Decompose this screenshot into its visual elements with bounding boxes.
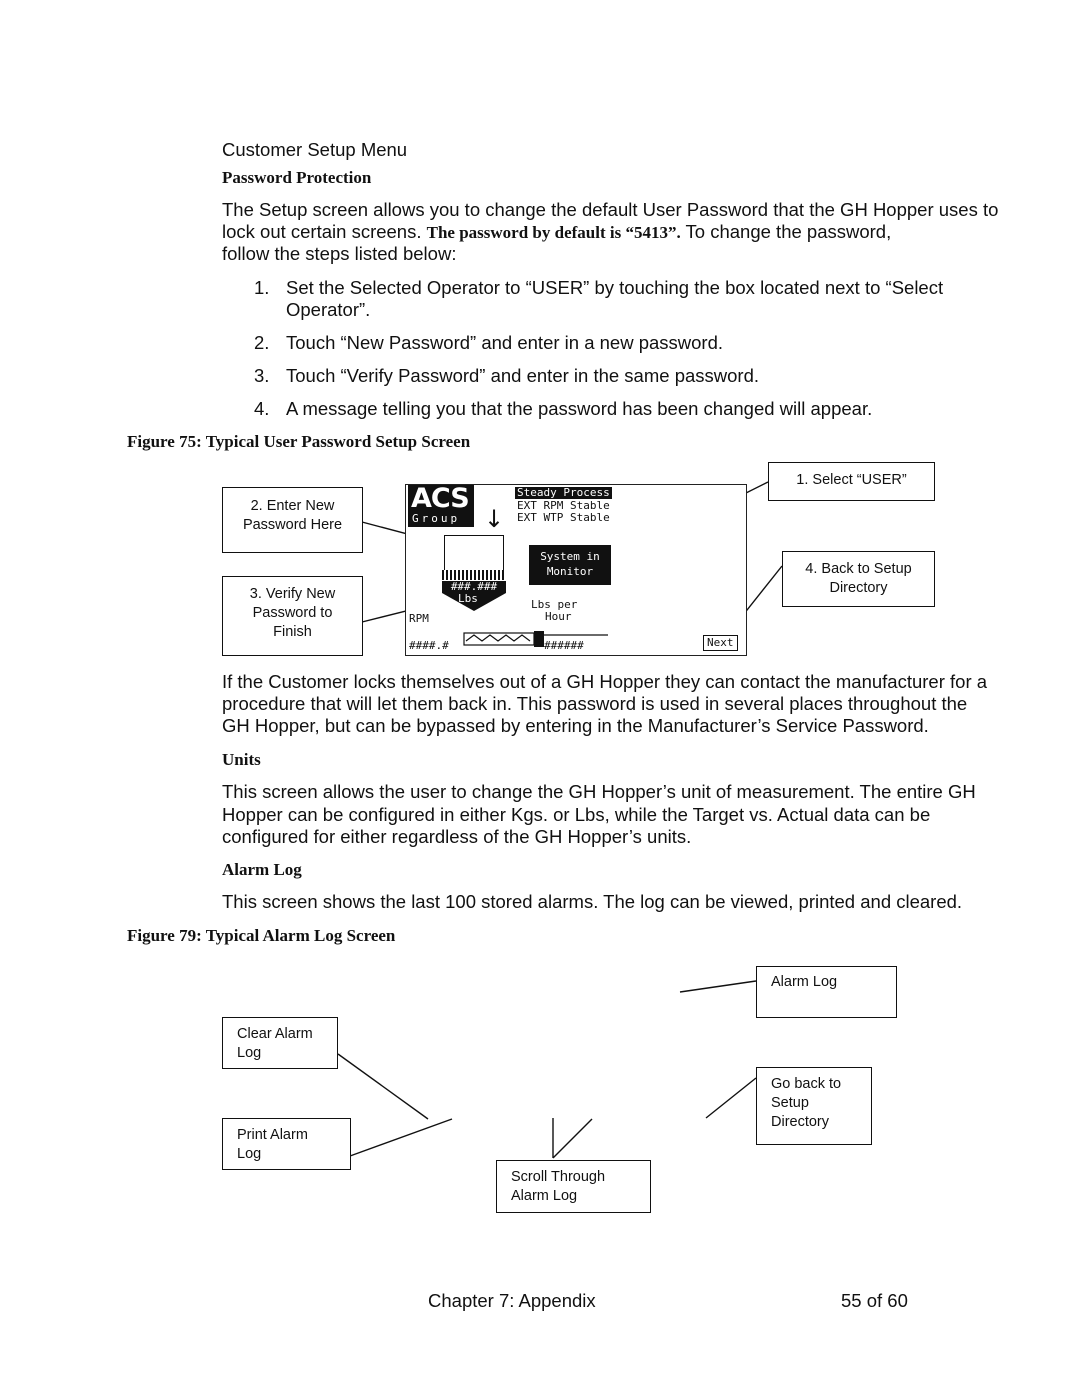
figure-75-caption: Figure 75: Typical User Password Setup S… bbox=[127, 432, 471, 451]
rate-label: Lbs per bbox=[531, 598, 578, 611]
callout-text: Log bbox=[237, 1146, 262, 1162]
step-text: Touch “Verify Password” and enter in the… bbox=[286, 365, 760, 386]
callout-text: 1. Select “USER” bbox=[796, 472, 907, 488]
callout-text: Clear Alarm bbox=[237, 1026, 313, 1042]
step-text: Operator”. bbox=[286, 299, 371, 320]
callout-text: Password Here bbox=[242, 517, 343, 533]
callout-enter-new-password: 2. Enter New Password Here bbox=[222, 487, 363, 553]
password-paragraph-line-3: follow the steps listed below: bbox=[222, 243, 457, 264]
callout-text: Directory bbox=[829, 580, 888, 596]
hopper-fill-pattern bbox=[442, 570, 506, 580]
rate-value[interactable]: ###### bbox=[544, 639, 584, 652]
footer-page-number: 55 of 60 bbox=[841, 1290, 908, 1311]
logo-text: ACS bbox=[411, 484, 470, 514]
badge-text: System in bbox=[540, 550, 600, 563]
callout-text: Print Alarm bbox=[237, 1127, 308, 1143]
callout-text: Scroll Through bbox=[511, 1169, 606, 1185]
down-arrow-icon: ↓ bbox=[484, 505, 505, 533]
system-monitor-badge[interactable]: System in Monitor bbox=[529, 545, 611, 585]
section-title: Customer Setup Menu bbox=[222, 139, 408, 160]
next-button[interactable]: Next bbox=[703, 635, 738, 651]
callout-back-to-setup: 4. Back to Setup Directory bbox=[782, 551, 935, 607]
password-paragraph-text: lock out certain screens. bbox=[222, 221, 422, 242]
hopper-weight-value[interactable]: ###.### bbox=[442, 581, 506, 593]
callout-text: 2. Enter New bbox=[250, 498, 335, 514]
extruder-icon bbox=[463, 631, 608, 647]
rpm-value[interactable]: ####.# bbox=[409, 639, 449, 652]
step-number: 1. bbox=[254, 277, 270, 298]
hopper-unit: Lbs bbox=[458, 592, 478, 605]
hopper-body bbox=[444, 535, 504, 571]
callout-text: Log bbox=[237, 1045, 262, 1061]
badge-text: Monitor bbox=[546, 565, 594, 578]
callout-text: Password to bbox=[252, 605, 333, 621]
callout-text: 4. Back to Setup bbox=[805, 561, 912, 577]
step-number: 4. bbox=[254, 398, 270, 419]
rpm-label: RPM bbox=[409, 612, 429, 625]
callout-text: Directory bbox=[771, 1114, 830, 1130]
callout-print-alarm-log: Print Alarm Log bbox=[222, 1118, 351, 1170]
password-paragraph-text: To change the password, bbox=[685, 221, 892, 242]
step-number: 2. bbox=[254, 332, 270, 353]
rate-label: Hour bbox=[545, 610, 572, 623]
alarm-paragraph: This screen shows the last 100 stored al… bbox=[222, 891, 963, 912]
callout-clear-alarm-log: Clear Alarm Log bbox=[222, 1017, 338, 1069]
hopper-cone bbox=[442, 593, 506, 611]
logo-subtext: Group bbox=[412, 512, 461, 525]
lockout-paragraph-line-3: GH Hopper, but can be bypassed by enteri… bbox=[222, 715, 929, 736]
units-paragraph-line-2: Hopper can be configured in either Kgs. … bbox=[222, 804, 931, 825]
password-paragraph-line-1: The Setup screen allows you to change th… bbox=[222, 199, 999, 220]
callout-go-back-setup: Go back to Setup Directory bbox=[756, 1067, 872, 1145]
callout-text: Setup bbox=[771, 1095, 809, 1111]
callout-text: 3. Verify New bbox=[249, 586, 336, 602]
status-banner: Steady Process bbox=[515, 486, 612, 499]
units-paragraph-line-1: This screen allows the user to change th… bbox=[222, 781, 976, 802]
callout-text: Go back to bbox=[771, 1076, 842, 1092]
step-number: 3. bbox=[254, 365, 270, 386]
units-paragraph-line-3: configured for either regardless of the … bbox=[222, 826, 692, 847]
step-text: Set the Selected Operator to “USER” by t… bbox=[286, 277, 944, 298]
heading-alarm-log: Alarm Log bbox=[222, 860, 302, 879]
heading-units: Units bbox=[222, 750, 261, 769]
lockout-paragraph-line-1: If the Customer locks themselves out of … bbox=[222, 671, 988, 692]
status-line: EXT WTP Stable bbox=[517, 511, 610, 524]
callout-text: Alarm Log bbox=[771, 974, 838, 990]
footer-chapter: Chapter 7: Appendix bbox=[428, 1290, 596, 1311]
callout-text: Finish bbox=[273, 624, 312, 640]
step-text: Touch “New Password” and enter in a new … bbox=[286, 332, 724, 353]
step-text: A message telling you that the password … bbox=[286, 398, 873, 419]
status-line: EXT RPM Stable bbox=[517, 499, 610, 512]
callout-scroll-alarm-log: Scroll Through Alarm Log bbox=[496, 1160, 651, 1213]
callout-text: Alarm Log bbox=[511, 1188, 578, 1204]
default-password-note: The password by default is “5413”. bbox=[426, 223, 681, 242]
figure-79-caption: Figure 79: Typical Alarm Log Screen bbox=[127, 926, 396, 945]
password-paragraph-line-2: lock out certain screens. The password b… bbox=[222, 221, 891, 244]
callout-select-user: 1. Select “USER” bbox=[768, 462, 935, 501]
password-setup-screen: ACS Group Steady Process EXT RPM Stable … bbox=[405, 484, 747, 656]
callout-alarm-log: Alarm Log bbox=[756, 966, 897, 1018]
acs-logo: ACS Group bbox=[408, 485, 474, 527]
callout-verify-password: 3. Verify New Password to Finish bbox=[222, 576, 363, 656]
lockout-paragraph-line-2: procedure that will let them back in. Th… bbox=[222, 693, 968, 714]
heading-password-protection: Password Protection bbox=[222, 168, 372, 187]
